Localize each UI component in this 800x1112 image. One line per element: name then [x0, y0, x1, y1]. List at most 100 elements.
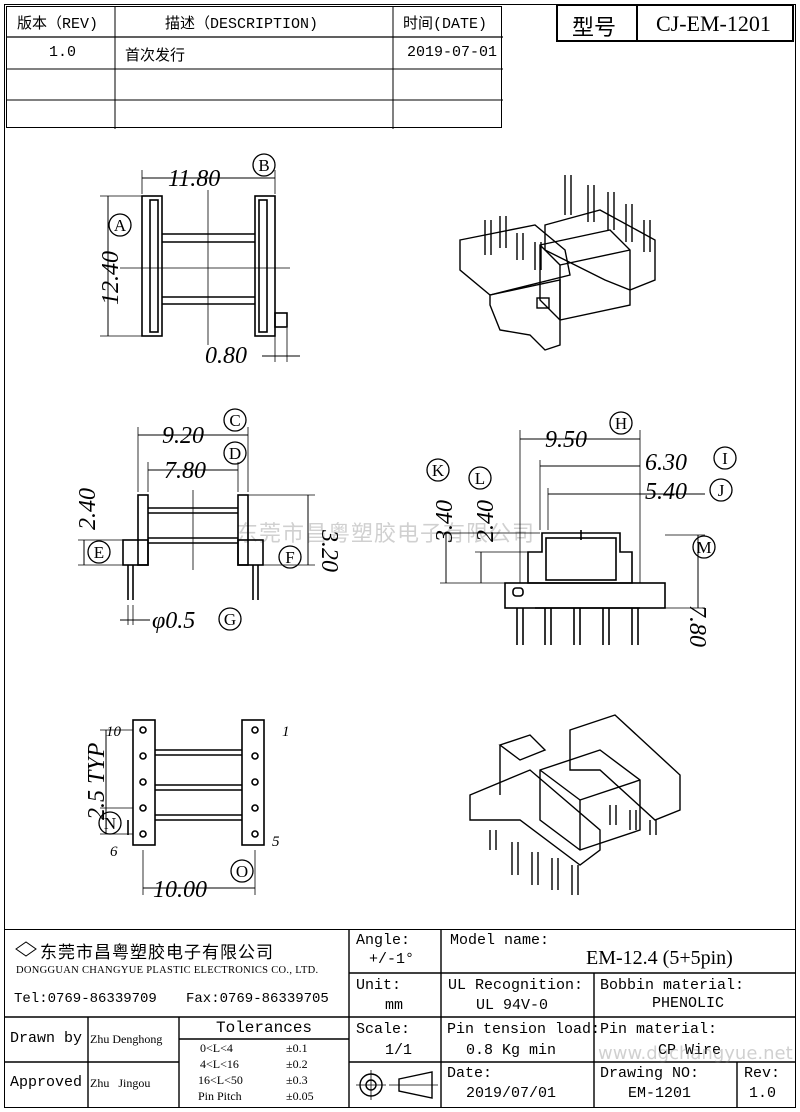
label-n: N — [104, 814, 116, 833]
label-b: B — [258, 156, 269, 175]
drawn-by-label: Drawn by — [10, 1030, 83, 1047]
dimension-texts: 11.80 12.40 0.80 9.20 7.80 2.40 3.20 φ0.… — [75, 166, 710, 903]
model-label: 型号 — [572, 16, 617, 41]
label-circles — [87, 153, 737, 883]
company-tel: Tel:0769-86339709 — [14, 991, 157, 1007]
tol-range-3: 16<L<50 — [198, 1073, 243, 1087]
unit-value: mm — [385, 997, 404, 1014]
bobbin-value: PHENOLIC — [652, 995, 725, 1012]
rev-label: Rev: — [744, 1065, 781, 1082]
company-name-cn: 东莞市昌粤塑胶电子有限公司 — [40, 943, 274, 963]
label-k: K — [432, 461, 445, 480]
rev-value: 1.0 — [49, 44, 77, 61]
date-value: 2019-07-01 — [407, 44, 498, 61]
company-fax: Fax:0769-86339705 — [186, 991, 329, 1007]
label-c: C — [229, 411, 240, 430]
dim-height-a: 12.40 — [98, 251, 124, 305]
pin-tension-label: Pin tension load: — [447, 1021, 601, 1038]
dim-pin-dia: φ0.5 — [152, 608, 195, 634]
scale-label: Scale: — [356, 1021, 411, 1038]
bobbin-label: Bobbin material: — [600, 977, 745, 994]
end-view — [440, 430, 705, 645]
model-name-value: EM-12.4 (5+5pin) — [586, 947, 733, 969]
pin-numbers: 10 1 6 5 — [106, 724, 290, 860]
rev-value: 1.0 — [749, 1085, 777, 1102]
drawn-by-value: Zhu Denghong — [90, 1032, 163, 1046]
date-header: 时间(DATE) — [403, 16, 488, 33]
dim-j: 5.40 — [645, 479, 687, 505]
tolerances-label: Tolerances — [216, 1019, 313, 1037]
revision-table-grid — [7, 7, 503, 129]
dim-width-b: 11.80 — [168, 166, 220, 192]
dim-320: 3.20 — [316, 529, 342, 572]
scale-value: 1/1 — [385, 1042, 413, 1059]
label-f: F — [285, 548, 294, 567]
dim-pin-offset: 0.80 — [205, 343, 247, 369]
date-label: Date: — [447, 1065, 493, 1082]
pin-tension-value: 0.8 Kg min — [466, 1042, 557, 1059]
watermark: 东莞市昌粤塑胶电子有限公司 — [236, 522, 536, 547]
dim-pitch: 2.5 TYP — [84, 742, 110, 820]
iso-view-top — [459, 175, 656, 351]
label-o: O — [236, 862, 248, 881]
ul-value: UL 94V-0 — [476, 997, 549, 1014]
website-watermark: www.dgchangyue.net — [598, 1043, 793, 1064]
title-block-grid — [4, 929, 796, 1108]
label-g: G — [224, 610, 236, 629]
dim-i: 6.30 — [645, 450, 687, 476]
date-value: 2019/07/01 — [466, 1085, 557, 1102]
label-letters: B A C D E F G H I J K L M N O — [94, 156, 728, 881]
label-e: E — [94, 543, 104, 562]
pin-10: 10 — [106, 724, 122, 740]
pin-5: 5 — [272, 834, 280, 850]
label-j: J — [718, 481, 725, 500]
label-d: D — [229, 444, 241, 463]
tol-value-1: ±0.1 — [286, 1041, 308, 1055]
desc-value: 首次发行 — [125, 46, 186, 64]
label-m: M — [696, 538, 711, 557]
approved-value: Zhu Jingou — [90, 1076, 151, 1090]
drawing-no-label: Drawing NO: — [600, 1065, 700, 1082]
dim-m: 7.80 — [684, 605, 710, 647]
rev-header: 版本（REV) — [17, 16, 99, 33]
drawing-no-value: EM-1201 — [628, 1085, 692, 1102]
side-view — [78, 427, 315, 625]
dim-240-side: 2.40 — [75, 488, 101, 530]
tol-value-3: ±0.3 — [286, 1073, 308, 1087]
label-a: A — [114, 216, 127, 235]
model-name-label: Model name: — [450, 932, 550, 949]
model-box: 型号 CJ-EM-1201 — [556, 4, 794, 42]
pin-material-label: Pin material: — [600, 1021, 718, 1038]
dim-o: 10.00 — [153, 877, 207, 903]
unit-label: Unit: — [356, 977, 402, 994]
approved-label: Approved — [10, 1074, 83, 1091]
bottom-view — [100, 719, 265, 895]
pin-material-value: CP Wire — [658, 1042, 722, 1059]
front-view — [100, 170, 300, 362]
angle-label: Angle: — [356, 932, 411, 949]
dim-h: 9.50 — [545, 427, 587, 453]
technical-drawing: 11.80 12.40 0.80 9.20 7.80 2.40 3.20 φ0.… — [75, 153, 737, 903]
pin-1: 1 — [282, 724, 290, 740]
company-name-en: DONGGUAN CHANGYUE PLASTIC ELECTRONICS CO… — [16, 965, 319, 976]
tol-range-4: Pin Pitch — [198, 1089, 242, 1103]
desc-header: 描述（DESCRIPTION) — [165, 16, 319, 33]
tol-range-1: 0<L<4 — [200, 1041, 233, 1055]
label-h: H — [615, 414, 627, 433]
pin-6: 6 — [110, 844, 118, 860]
dim-d: 7.80 — [164, 458, 206, 484]
dim-k: 3.40 — [432, 500, 458, 543]
iso-view-bottom — [469, 714, 681, 895]
label-i: I — [722, 449, 728, 468]
tol-value-4: ±0.05 — [286, 1089, 314, 1103]
dim-l: 2.40 — [473, 500, 499, 542]
tol-range-2: 4<L<16 — [200, 1057, 239, 1071]
dim-c: 9.20 — [162, 423, 204, 449]
tol-value-2: ±0.2 — [286, 1057, 308, 1071]
ul-label: UL Recognition: — [448, 977, 584, 994]
angle-value: +/-1° — [369, 951, 415, 968]
revision-table: 版本（REV) 描述（DESCRIPTION) 时间(DATE) 1.0 首次发… — [6, 6, 503, 129]
model-value: CJ-EM-1201 — [656, 11, 771, 36]
label-l: L — [475, 469, 485, 488]
title-block: 东莞市昌粤塑胶电子有限公司 DONGGUAN CHANGYUE PLASTIC … — [4, 929, 796, 1108]
